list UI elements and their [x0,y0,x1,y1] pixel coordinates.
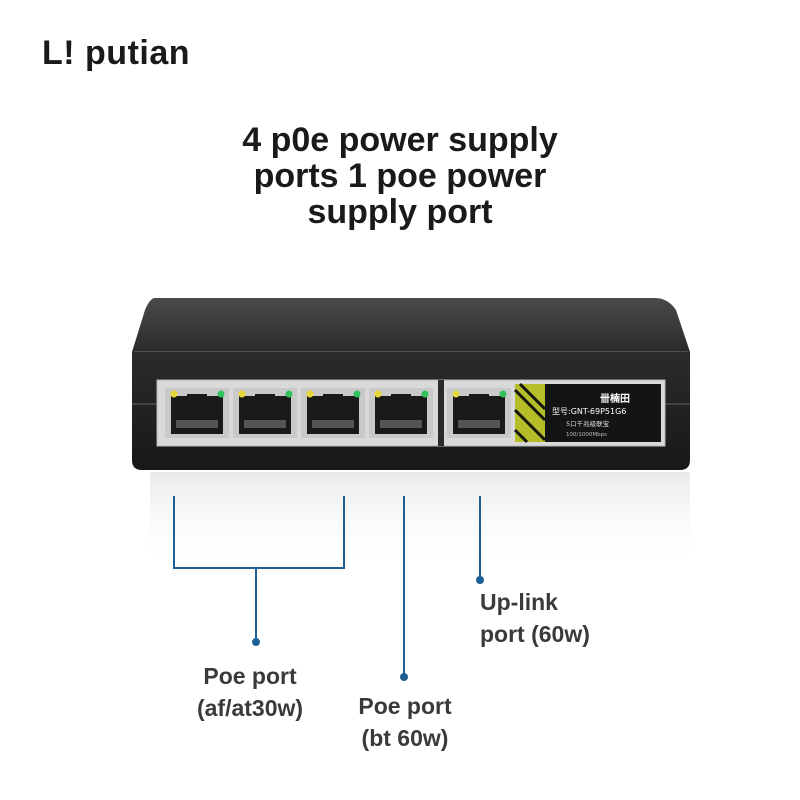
callout-uplink-line2: port (60w) [480,621,590,647]
callout-poe-af-line1: Poe port [203,663,297,689]
uplink-led-green [499,390,507,398]
callout-uplink-line1: Up-link [480,589,558,615]
port-2-led-green [285,390,293,398]
device-logo-text: 卌楠田 [600,392,630,405]
callout-poe-bt-line2: (bt 60w) [361,725,449,751]
leader-dot-poe-bt [400,673,408,681]
headline-line-1: 4 p0e power supply [242,121,558,159]
port-2-led-yellow [238,390,246,398]
device-reflection [150,472,690,567]
leader-dot-poe-af [252,638,260,646]
port-1-led-green [217,390,225,398]
headline: 4 p0e power supply ports 1 poe power sup… [200,122,600,230]
device-top-panel [132,298,690,352]
rj45-port-4 [369,388,433,438]
callout-poe-bt: Poe port (bt 60w) [340,690,470,754]
callout-poe-af: Poe port (af/at30w) [170,660,330,724]
brand-logo-text: L! putian [42,34,191,72]
rj45-port-2 [233,388,297,438]
uplink-led-yellow [452,390,460,398]
rj45-port-1 [165,388,229,438]
port-4-led-yellow [374,390,382,398]
callout-poe-bt-line1: Poe port [358,693,452,719]
headline-line-3: supply port [307,193,493,231]
leader-dot-uplink [476,576,484,584]
port-4-led-green [421,390,429,398]
device-model-label: 型号:GNT-69P51G6 [552,407,626,416]
rj45-port-3 [301,388,365,438]
headline-line-2: ports 1 poe power [253,157,547,195]
port-1-led-yellow [170,390,178,398]
device-speed-label: 100/1000Mbps [566,432,607,438]
callout-uplink: Up-link port (60w) [480,586,590,650]
callout-poe-af-line2: (af/at30w) [196,695,304,721]
bracket-poe-af [173,496,345,569]
port-3-led-green [353,390,361,398]
device-label-panel: 卌楠田 型号:GNT-69P51G6 5口千兆级联宝 100/1000Mbps [513,382,661,444]
device-desc-label: 5口千兆级联宝 [566,419,610,428]
port-3-led-yellow [306,390,314,398]
rj45-uplink-port [447,388,511,438]
